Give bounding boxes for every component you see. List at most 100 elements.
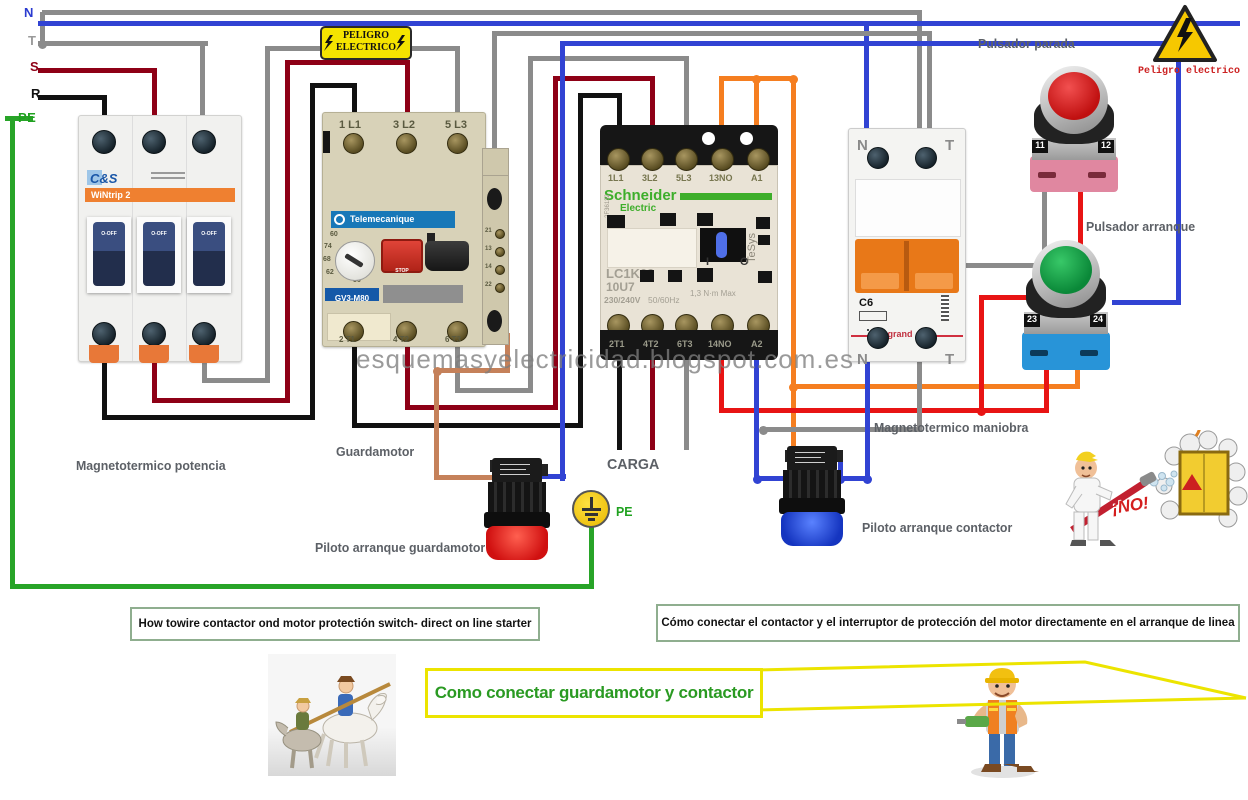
- wire-orange: [754, 76, 759, 161]
- wire-black: [102, 415, 315, 420]
- wire-gray: [684, 358, 689, 450]
- pole-divider: [186, 116, 187, 361]
- terminal-screw: [343, 321, 364, 342]
- aux-screw-small: [495, 265, 505, 275]
- wire-gray: [492, 31, 932, 36]
- wire-orange: [719, 76, 724, 158]
- label-guardamotor: Guardamotor: [336, 444, 415, 459]
- wire-brown: [434, 368, 439, 480]
- wire-junction-dot: [789, 383, 798, 392]
- terminal-screw: [92, 130, 116, 154]
- wire-gray: [917, 350, 922, 432]
- mb-terminal-label: T: [945, 137, 955, 154]
- rocker-tip: [915, 273, 953, 289]
- terminal-screw: [915, 147, 937, 169]
- terminal-slot: [1080, 350, 1098, 356]
- pilot-light-red: [483, 458, 551, 562]
- pilot-lens-blue: [781, 512, 843, 546]
- button-band: [1024, 312, 1108, 334]
- terminal-clip: [189, 345, 219, 363]
- contactor-brand: Schneider: [604, 187, 677, 204]
- peligro-triangle: Peligro electrico: [1138, 4, 1240, 77]
- pole-divider: [132, 116, 133, 361]
- ct-terminal-label: 3L2: [642, 173, 658, 183]
- wire-green: [5, 116, 33, 121]
- caption-es: Cómo conectar el contactor y el interrup…: [661, 617, 1235, 629]
- stop-button-label: STOP: [395, 268, 409, 274]
- barcode: [941, 295, 949, 321]
- label-pilot-guardamotor: Piloto arranque guardamotor: [315, 540, 486, 555]
- mb-terminal-label: N: [857, 137, 868, 154]
- label-breaker-power: Magnetotermico potencia: [76, 458, 226, 473]
- wire-gray: [684, 56, 689, 158]
- breaker-model: WiNtrip 2: [91, 190, 131, 200]
- wire-green: [589, 526, 594, 588]
- stop-pushbutton: 11 12: [1028, 60, 1120, 194]
- terminal-number: 24: [1090, 314, 1106, 327]
- worker-drawing: [957, 668, 1039, 778]
- wire-gray: [927, 263, 1047, 268]
- ct-terminal-label: 1L1: [608, 173, 624, 183]
- wire-black: [578, 93, 583, 428]
- start-pushbutton: 23 24: [1020, 236, 1112, 372]
- ct-terminal-label: 5L3: [676, 173, 692, 183]
- wire-brown: [505, 333, 510, 373]
- wire-blue: [1112, 300, 1181, 305]
- wire-red: [979, 298, 984, 413]
- gv-terminal-label: 3 L2: [393, 119, 416, 131]
- wire-junction-dot: [38, 40, 47, 49]
- terminal-screw: [747, 148, 770, 171]
- lightning-icon: [324, 35, 333, 51]
- peligro-triangle-caption: Peligro electrico: [1138, 66, 1241, 77]
- wire-black: [617, 358, 622, 450]
- peligro-line2: ELECTRICO: [335, 42, 396, 53]
- micro-text: [151, 172, 185, 174]
- wire-blue: [540, 474, 566, 479]
- contactor: 1L1 3L2 5L3 13NO A1 Schneider Electric 2…: [600, 125, 778, 360]
- wire-darkred: [38, 68, 157, 73]
- ground-bar: [582, 508, 601, 511]
- ground-stem: [590, 497, 593, 508]
- aux-screw-small: [495, 229, 505, 239]
- pe-ground-symbol: [572, 490, 610, 528]
- button-band: [1032, 138, 1116, 160]
- brand-band: Telemecanique: [331, 211, 455, 228]
- caption-box-en: How towire contactor ond motor protectió…: [130, 607, 540, 641]
- no-water-illustration: ¡NO!: [1046, 430, 1248, 570]
- breaker-power: C&S WiNtrip 2 O-OFF O-OFF O-OFF: [78, 115, 242, 363]
- wire-blue: [38, 21, 1240, 26]
- model-band: WiNtrip 2: [85, 188, 235, 202]
- don-quixote-illustration: [268, 654, 396, 776]
- breaker-brand: C&S: [90, 171, 118, 186]
- aux-terminal: 14: [485, 264, 492, 270]
- dial-number: 62: [326, 269, 334, 276]
- terminal-screw: [343, 133, 364, 154]
- terminal-screw: [447, 321, 468, 342]
- detail-window: [756, 217, 770, 229]
- terminal-slot: [1088, 172, 1106, 178]
- pilot-light-blue: [776, 446, 845, 550]
- wire-gray: [1042, 188, 1047, 267]
- dial-pointer: [344, 253, 364, 268]
- ground-bar: [588, 518, 595, 521]
- detail-window: [668, 270, 682, 282]
- worker-illustration: [945, 650, 1060, 780]
- wire-gray: [200, 41, 205, 125]
- terminal-screw: [675, 148, 698, 171]
- breaker-toggle: O-OFF: [143, 222, 175, 286]
- wire-darkred: [152, 398, 290, 403]
- wire-blue: [1176, 41, 1181, 303]
- wire-junction-dot: [789, 75, 798, 84]
- wire-gray: [917, 10, 922, 140]
- wire-blue: [560, 41, 1181, 46]
- breaker-toggle: O-OFF: [193, 222, 225, 286]
- bus-label-neutral: N: [24, 5, 34, 20]
- contactor-family: TeSys: [746, 233, 758, 263]
- terminal-screw: [192, 130, 216, 154]
- detail-window: [697, 213, 713, 226]
- wire-orange: [1075, 360, 1080, 388]
- caption-box-es: Cómo conectar el contactor y el interrup…: [656, 604, 1240, 642]
- contactor-freq: 50/60Hz: [648, 295, 680, 305]
- name-plate: [607, 228, 697, 268]
